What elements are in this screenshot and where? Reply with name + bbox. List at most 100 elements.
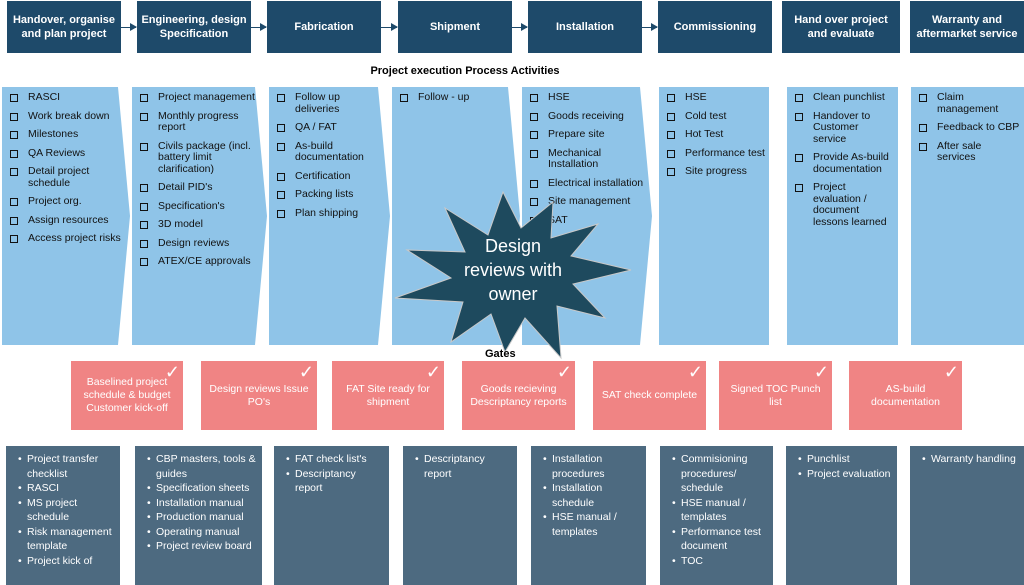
documents-column-shipment: Descriptancy report bbox=[403, 446, 517, 585]
activity-item: HSE bbox=[530, 92, 648, 104]
activity-item: Goods receiving bbox=[530, 111, 648, 123]
starburst-shape bbox=[394, 190, 632, 360]
activity-item: Electrical installation bbox=[530, 178, 648, 190]
checkmark-icon: ✓ bbox=[813, 362, 829, 382]
activity-column-fabrication: Follow up deliveries QA / FAT As-build d… bbox=[269, 87, 390, 345]
document-item: HSE manual / templates bbox=[672, 496, 767, 525]
documents-column-commissioning: Commisioning procedures/ schedule HSE ma… bbox=[660, 446, 773, 585]
phase-warranty: Warranty and aftermarket service bbox=[910, 1, 1024, 53]
phase-arrow bbox=[512, 23, 528, 31]
activity-item: After sale services bbox=[919, 140, 1020, 164]
activity-item: QA Reviews bbox=[10, 148, 126, 160]
activity-item: Mechanical Installation bbox=[530, 148, 648, 171]
documents-column-installation: Installation procedures Installation sch… bbox=[531, 446, 646, 585]
activity-item: Packing lists bbox=[277, 189, 386, 201]
document-item: Descriptancy report bbox=[415, 452, 511, 481]
gate-goods-receiving: Goods recieving Descriptancy reports ✓ bbox=[462, 361, 575, 430]
activity-item: Site progress bbox=[667, 165, 765, 178]
activity-item: Hot Test bbox=[667, 128, 765, 141]
activity-item: Specification's bbox=[140, 201, 263, 213]
phase-arrow bbox=[381, 23, 398, 31]
activity-item: Design reviews bbox=[140, 238, 263, 250]
checkmark-icon: ✓ bbox=[687, 362, 703, 382]
activity-item: As-build documentation bbox=[277, 141, 386, 164]
activity-item: Handover to Customer service bbox=[795, 110, 894, 146]
activity-column-commissioning: HSE Cold test Hot Test Performance test … bbox=[659, 87, 769, 345]
phase-shipment: Shipment bbox=[398, 1, 512, 53]
checkmark-icon: ✓ bbox=[298, 362, 314, 382]
activity-item: RASCI bbox=[10, 92, 126, 104]
activity-column-handover-evaluate: Clean punchlist Handover to Customer ser… bbox=[787, 87, 898, 345]
checkmark-icon: ✓ bbox=[943, 362, 959, 382]
document-item: MS project schedule bbox=[18, 496, 114, 525]
phase-installation: Installation bbox=[528, 1, 642, 53]
document-item: HSE manual / templates bbox=[543, 510, 640, 539]
document-item: Installation schedule bbox=[543, 481, 640, 510]
activities-title: Project execution Process Activities bbox=[370, 65, 560, 77]
activity-item: Claim management bbox=[919, 91, 1020, 115]
document-item: Installation manual bbox=[147, 496, 256, 511]
activity-item: Performance test bbox=[667, 147, 765, 160]
phase-commissioning: Commissioning bbox=[658, 1, 772, 53]
documents-column-handover-evaluate: Punchlist Project evaluation bbox=[786, 446, 897, 585]
checkmark-icon: ✓ bbox=[556, 362, 572, 382]
checkmark-icon: ✓ bbox=[164, 362, 180, 382]
document-item: RASCI bbox=[18, 481, 114, 496]
activity-item: Assign resources bbox=[10, 215, 126, 227]
phase-fabrication: Fabrication bbox=[267, 1, 381, 53]
document-item: Risk management template bbox=[18, 525, 114, 554]
document-item: Specification sheets bbox=[147, 481, 256, 496]
activity-item: Provide As-build documentation bbox=[795, 151, 894, 175]
gate-sat: SAT check complete ✓ bbox=[593, 361, 706, 430]
document-item: Project review board bbox=[147, 539, 256, 554]
activity-item: Access project risks bbox=[10, 233, 126, 245]
activity-item: Project management bbox=[140, 92, 263, 104]
phase-handover: Handover, organise and plan project bbox=[7, 1, 121, 53]
phase-arrow bbox=[642, 23, 658, 31]
activity-item: Civils package (incl. battery limit clar… bbox=[140, 141, 263, 176]
activity-item: QA / FAT bbox=[277, 122, 386, 134]
gate-label: FAT Site ready for shipment bbox=[346, 382, 430, 408]
gate-label: SAT check complete bbox=[601, 389, 698, 401]
activity-column-warranty: Claim management Feedback to CBP After s… bbox=[911, 87, 1024, 345]
document-item: Project evaluation bbox=[798, 467, 891, 482]
callout-starburst bbox=[394, 190, 632, 360]
document-item: TOC bbox=[672, 554, 767, 569]
document-item: Operating manual bbox=[147, 525, 256, 540]
documents-column-engineering: CBP masters, tools & guides Specificatio… bbox=[135, 446, 262, 585]
activity-item: Site management bbox=[530, 196, 648, 208]
document-item: Installation procedures bbox=[543, 452, 640, 481]
phase-handover-evaluate: Hand over project and evaluate bbox=[782, 1, 900, 53]
documents-column-fabrication: FAT check list's Descriptancy report bbox=[274, 446, 389, 585]
gate-design-reviews: Design reviews Issue PO's ✓ bbox=[201, 361, 317, 430]
gate-toc: Signed TOC Punch list ✓ bbox=[719, 361, 832, 430]
activity-item: Clean punchlist bbox=[795, 91, 894, 104]
phase-arrow bbox=[121, 23, 137, 31]
documents-column-warranty: Warranty handling bbox=[910, 446, 1024, 585]
gate-fat: FAT Site ready for shipment ✓ bbox=[332, 361, 444, 430]
activity-item: Follow - up bbox=[400, 92, 516, 104]
gate-label: Baselined project schedule & budget Cust… bbox=[83, 376, 171, 414]
documents-column-handover: Project transfer checklist RASCI MS proj… bbox=[6, 446, 120, 585]
document-item: Punchlist bbox=[798, 452, 891, 467]
activity-item: Work break down bbox=[10, 111, 126, 123]
phase-engineering: Engineering, design Specification bbox=[137, 1, 251, 53]
activity-item: Detail project schedule bbox=[10, 166, 126, 189]
activity-item: Prepare site bbox=[530, 129, 648, 141]
phase-arrow bbox=[251, 23, 267, 31]
activity-item: Follow up deliveries bbox=[277, 92, 386, 115]
gate-label: Signed TOC Punch list bbox=[730, 382, 821, 408]
activity-column-engineering: Project management Monthly progress repo… bbox=[132, 87, 267, 345]
checkmark-icon: ✓ bbox=[425, 362, 441, 382]
document-item: Production manual bbox=[147, 510, 256, 525]
document-item: CBP masters, tools & guides bbox=[147, 452, 256, 481]
gate-label: Goods recieving Descriptancy reports bbox=[470, 382, 567, 408]
document-item: Project transfer checklist bbox=[18, 452, 114, 481]
activity-item: Certification bbox=[277, 171, 386, 183]
document-item: FAT check list's bbox=[286, 452, 383, 467]
callout-text: Design reviews with owner bbox=[463, 236, 563, 304]
gate-label: Design reviews Issue PO's bbox=[209, 382, 309, 408]
activity-item: HSE bbox=[667, 91, 765, 104]
document-item: Project kick of bbox=[18, 554, 114, 569]
